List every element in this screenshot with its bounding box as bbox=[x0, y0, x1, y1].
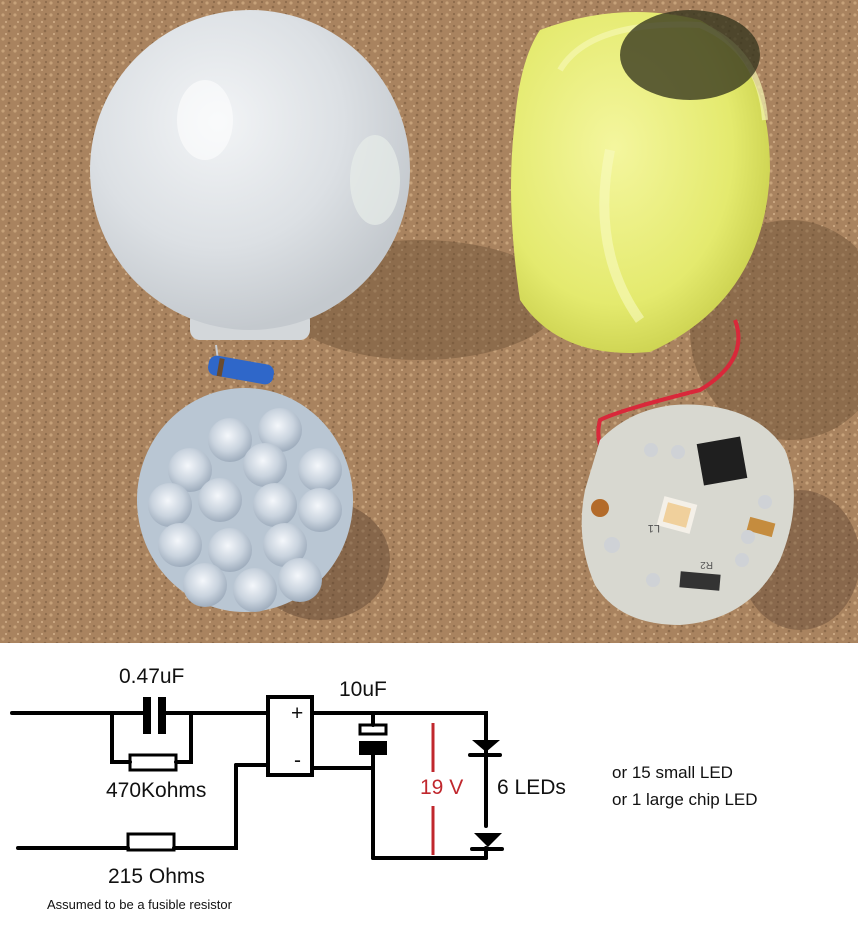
pcb-chip-led: L1 R2 bbox=[581, 404, 794, 625]
white-frosted-globe bbox=[90, 10, 410, 340]
rectifier-plus-label: + bbox=[291, 702, 304, 725]
blue-fusible-resistor bbox=[208, 344, 274, 385]
filter-capacitor-label: 10uF bbox=[339, 678, 387, 701]
photo-illustration: L1 R2 bbox=[0, 0, 858, 643]
led-module-15-leds bbox=[137, 388, 353, 612]
capacitor-label: 0.47uF bbox=[119, 665, 185, 688]
svg-text:L1: L1 bbox=[648, 522, 660, 534]
circuit-schematic: 0.47uF 470Kohms 215 Ohms Assumed to be a… bbox=[0, 643, 858, 939]
schematic-wiring bbox=[10, 695, 504, 860]
series-resistor-label: 215 Ohms bbox=[108, 865, 205, 888]
alt-led-note-2: or 1 large chip LED bbox=[612, 790, 758, 809]
parallel-resistor-label: 470Kohms bbox=[106, 779, 207, 802]
led-count-label: 6 LEDs bbox=[497, 776, 566, 799]
voltage-label: 19 V bbox=[420, 776, 464, 799]
alt-led-note-1: or 15 small LED bbox=[612, 763, 733, 782]
photo-two-led-bulbs: L1 R2 bbox=[0, 0, 858, 643]
rectifier-minus-label: - bbox=[294, 749, 301, 772]
fusible-resistor-note: Assumed to be a fusible resistor bbox=[47, 897, 232, 912]
yellow-globe bbox=[511, 10, 770, 353]
svg-text:R2: R2 bbox=[700, 559, 713, 570]
